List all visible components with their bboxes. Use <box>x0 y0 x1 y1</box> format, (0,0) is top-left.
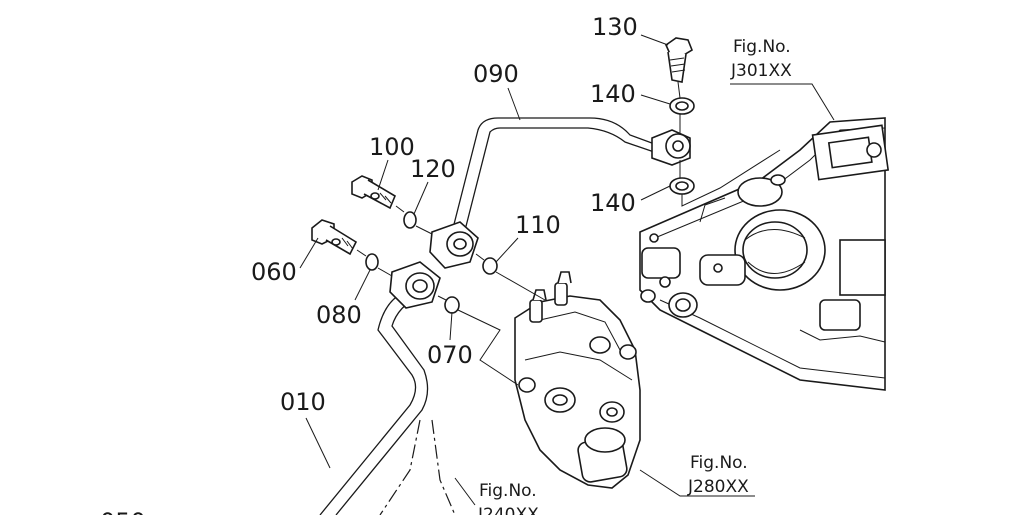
fig-ref-j280-caption: Fig.No. <box>690 453 748 473</box>
washer-140-upper <box>669 97 695 115</box>
label-130: 130 <box>592 13 638 41</box>
label-070: 070 <box>427 341 473 369</box>
label-010: 010 <box>280 388 326 416</box>
banjo-fitting-lower <box>389 261 441 309</box>
control-valve <box>514 271 641 489</box>
banjo-bolt-060 <box>311 219 358 256</box>
label-140-upper: 140 <box>590 80 636 108</box>
label-100: 100 <box>369 133 415 161</box>
fig-ref-j280-code: J280XX <box>687 477 749 497</box>
label-060: 060 <box>251 258 297 286</box>
washer-140-lower <box>669 177 695 195</box>
label-090: 090 <box>473 60 519 88</box>
transmission-case <box>639 117 890 391</box>
label-110: 110 <box>515 211 561 239</box>
fig-ref-j240-code: J240XX <box>477 505 539 515</box>
o-ring-080 <box>365 253 379 271</box>
o-ring-110 <box>482 257 498 275</box>
fig-ref-j240-caption: Fig.No. <box>479 481 537 501</box>
banjo-bolt-100 <box>351 175 397 210</box>
bolt-130 <box>665 37 693 83</box>
o-ring-070 <box>444 296 460 314</box>
fig-ref-j301-caption: Fig.No. <box>733 37 791 57</box>
banjo-fitting-upper <box>429 221 479 269</box>
label-050-partial: 050 <box>100 508 146 515</box>
fig-ref-j301-code: J301XX <box>730 61 792 81</box>
label-120: 120 <box>410 155 456 183</box>
label-140-lower: 140 <box>590 189 636 217</box>
banjo-fitting-top <box>651 129 691 166</box>
pipe-090 <box>449 117 661 243</box>
label-080: 080 <box>316 301 362 329</box>
o-ring-120 <box>403 211 417 229</box>
